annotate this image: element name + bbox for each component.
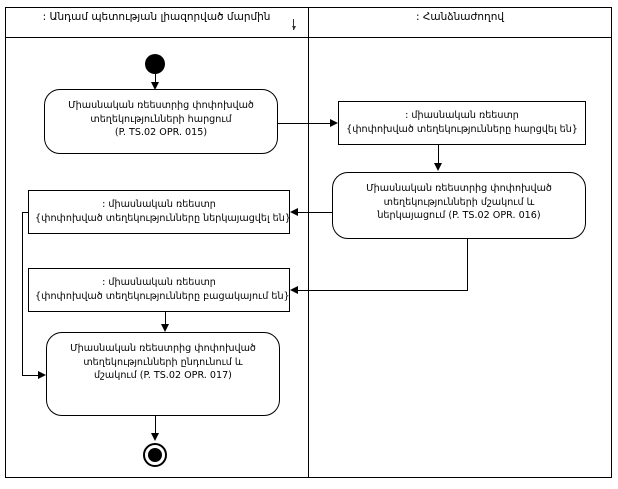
flow-016-to-object-presented [298, 212, 332, 213]
activity-node-opr-016[interactable]: Միասնական ռեեստրից փոփոխված տեղեկություն… [332, 172, 586, 239]
swimlane-title-right: : Հանձնաժողով [415, 11, 505, 23]
object-requested-line2: {փոփոխված տեղեկությունները հարցվել են} [346, 123, 578, 135]
activity-node-opr-017[interactable]: Միասնական ռեեստրից փոփոխված տեղեկություն… [46, 332, 280, 416]
arrowhead-to-object-absent [290, 285, 298, 294]
activity-016-line3: ներկայացում (P. TS.02 OPR. 016) [377, 210, 541, 222]
flow-015-to-object-requested [278, 123, 330, 124]
swimlane-vertical-divider [308, 7, 309, 478]
arrowhead-to-object-requested [330, 118, 338, 127]
flow-object-absent-to-017 [165, 312, 166, 326]
activity-017-line3: մշակում (P. TS.02 OPR. 017) [94, 370, 232, 382]
arrowhead-to-object-presented [290, 207, 298, 216]
object-absent-line2: {փոփոխված տեղեկությունները բացակայում են… [35, 290, 290, 302]
flow-initial-to-activity-015 [155, 74, 156, 86]
flow-016-to-object-absent-vertical [467, 239, 468, 290]
activity-015-line2: տեղեկությունների հարցում [90, 113, 232, 125]
activity-016-line2: տեղեկությունների մշակում և [383, 196, 535, 208]
flow-presented-to-017-horizontal [22, 375, 40, 376]
flow-object-requested-to-016 [438, 145, 439, 165]
final-node [143, 443, 167, 467]
activity-015-line3: (P. TS.02 OPR. 015) [114, 127, 208, 139]
object-presented-line1: : միասնական ռեեստր [102, 199, 216, 210]
object-node-registry-presented[interactable]: : միասնական ռեեստր {փոփոխված տեղեկությու… [28, 190, 291, 234]
object-presented-line2: {փոփոխված տեղեկությունները ներկայացվել ե… [35, 212, 291, 224]
object-node-registry-absent[interactable]: : միասնական ռեեստր {փոփոխված տեղեկությու… [28, 268, 290, 312]
swimlane-title-left: : Անդամ պետության լիազորված մարմին [42, 11, 271, 23]
activity-016-line1: Միասնական ռեեստրից փոփոխված [366, 183, 552, 194]
activity-015-line1: Միասնական ռեեստրից փոփոխված [68, 100, 254, 111]
activity-node-opr-015[interactable]: Միասնական ռեեստրից փոփոխված տեղեկություն… [44, 89, 278, 154]
activity-017-line2: տեղեկությունների ընդունում և [83, 356, 243, 368]
arrowhead-to-activity-015 [150, 82, 159, 90]
lane-title-tick-icon [291, 19, 296, 30]
activity-017-line1: Միասնական ռեեստրից փոփոխված [70, 343, 256, 354]
arrowhead-to-activity-016 [433, 163, 442, 171]
object-node-registry-requested[interactable]: : միասնական ռեեստր {փոփոխված տեղեկությու… [338, 101, 586, 145]
flow-017-to-final [155, 416, 156, 436]
initial-node [145, 54, 165, 74]
arrowhead-to-activity-017-top [160, 324, 169, 332]
arrowhead-to-final-node [150, 433, 159, 441]
object-requested-line1: : միասնական ռեեստր [405, 110, 519, 121]
flow-presented-to-017-vertical [22, 212, 23, 375]
object-absent-line1: : միասնական ռեեստր [102, 277, 216, 288]
flow-presented-to-017-stub [22, 212, 29, 213]
flow-016-to-object-absent-horizontal [298, 290, 468, 291]
arrowhead-to-activity-017-left [38, 370, 46, 379]
